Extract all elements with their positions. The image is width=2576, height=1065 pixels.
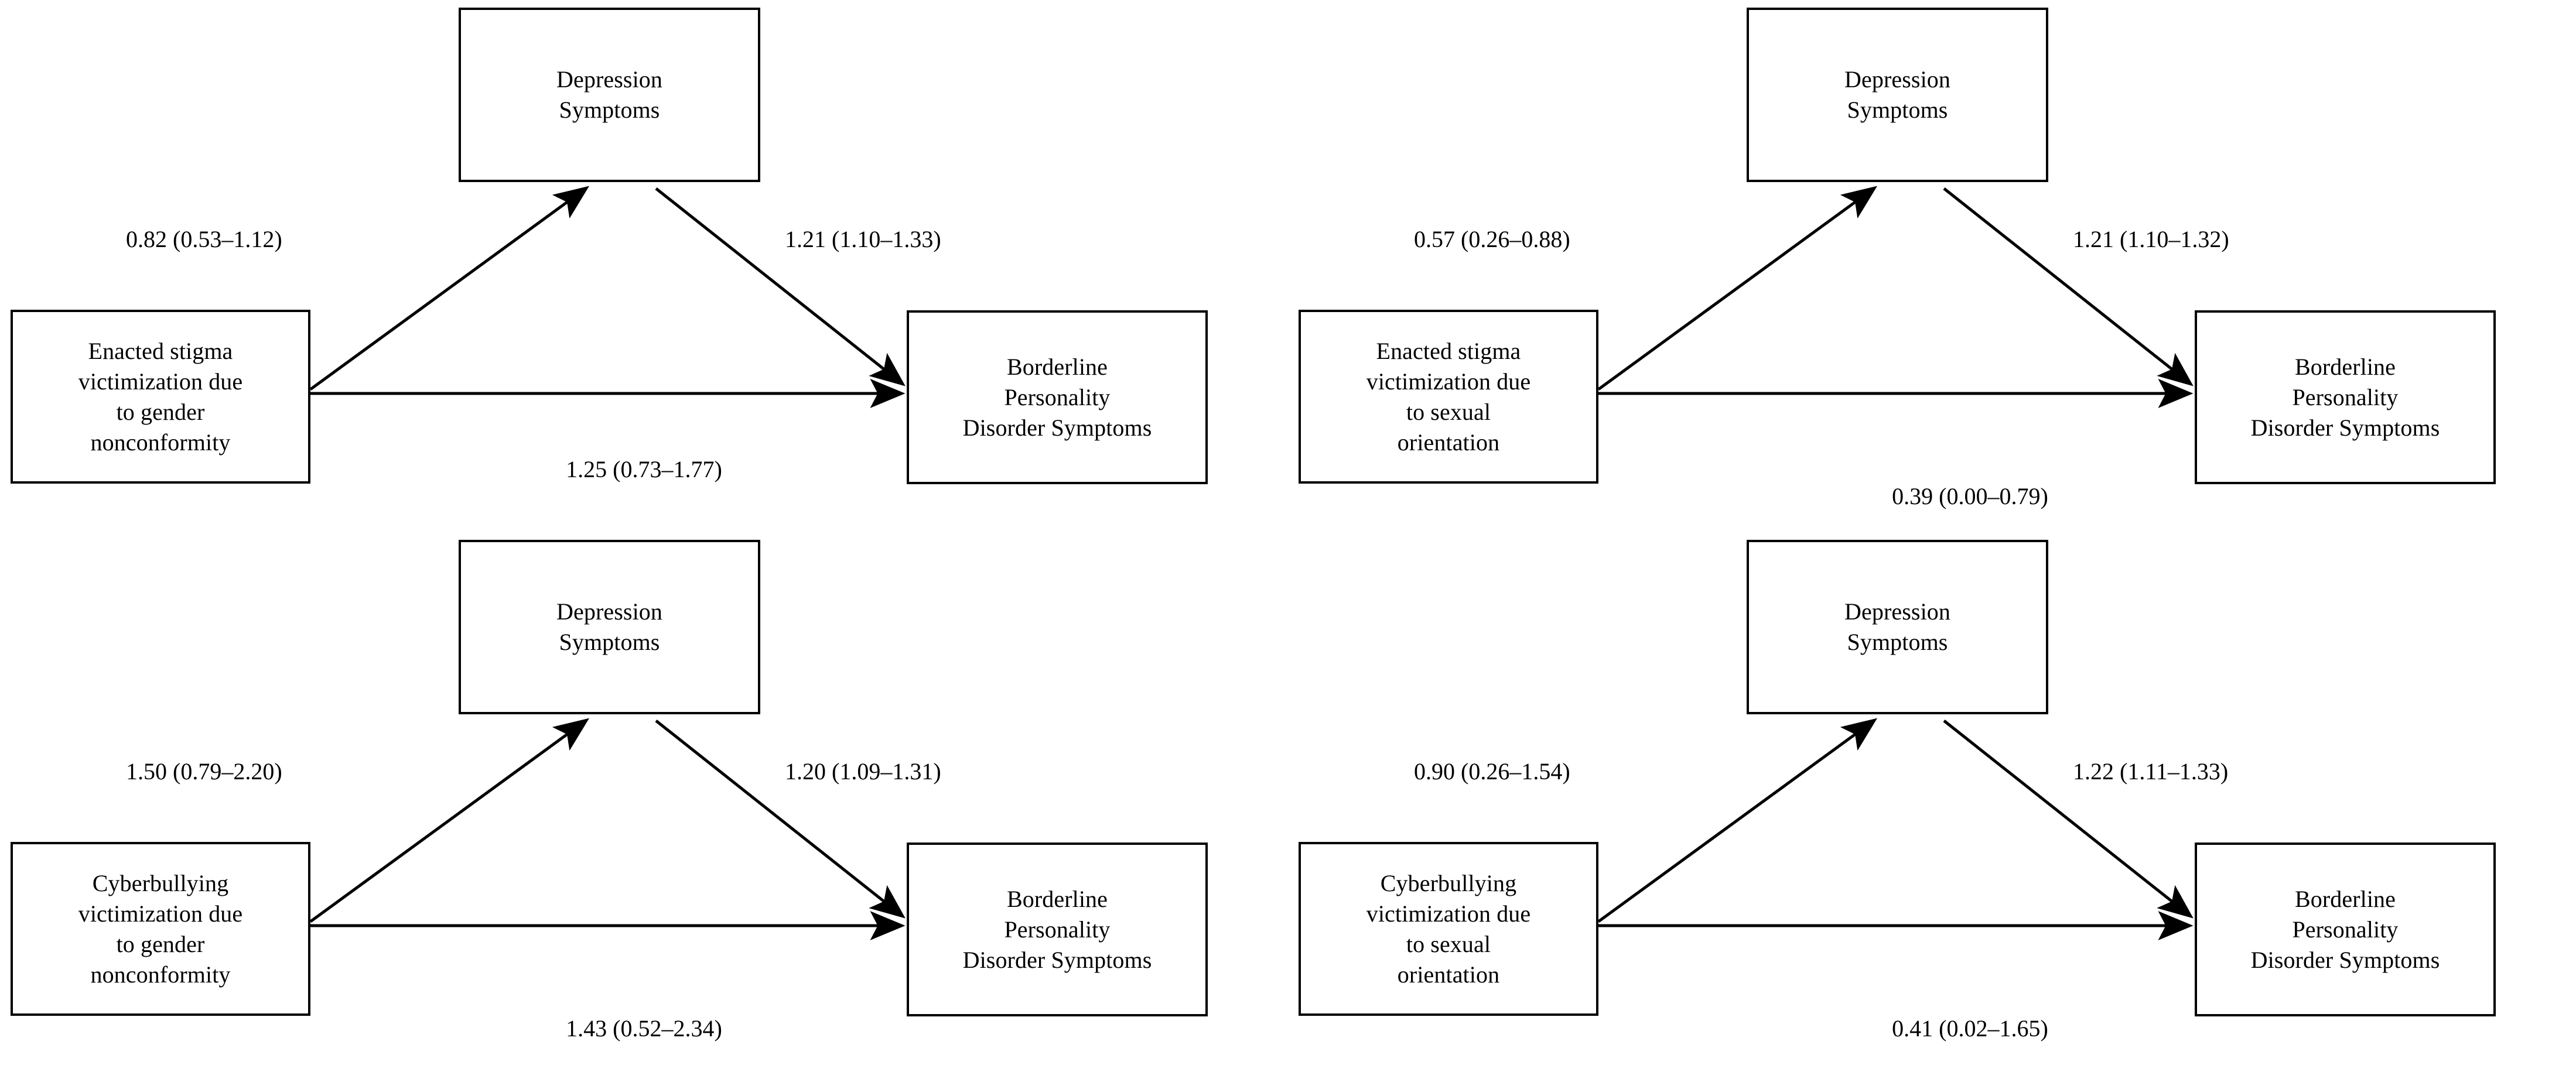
path-label-b: 1.22 (1.11–1.33) [2073, 758, 2229, 785]
node-mediator: Depression Symptoms [1747, 8, 2048, 182]
path-label-a: 0.57 (0.26–0.88) [1414, 226, 1570, 252]
node-predictor-label: Enacted stigma victimization due to gend… [78, 337, 243, 456]
panel-arrows-bottom-left [309, 718, 906, 940]
node-predictor: Enacted stigma victimization due to sexu… [1299, 310, 1598, 484]
node-predictor-label: Cyberbullying victimization due to sexua… [1366, 869, 1531, 988]
node-outcome: Borderline Personality Disorder Symptoms [2195, 310, 2496, 484]
node-outcome-label: Borderline Personality Disorder Symptoms [962, 885, 1152, 973]
path-label-b: 1.20 (1.09–1.31) [785, 758, 941, 785]
path-label-a: 1.50 (0.79–2.20) [126, 758, 282, 785]
node-predictor: Cyberbullying victimization due to sexua… [1299, 842, 1598, 1016]
node-mediator-label: Depression Symptoms [1844, 598, 1950, 655]
node-outcome-label: Borderline Personality Disorder Symptoms [962, 353, 1152, 441]
node-mediator: Depression Symptoms [459, 540, 760, 714]
node-outcome: Borderline Personality Disorder Symptoms [2195, 843, 2496, 1016]
arrow-b-path [1943, 187, 2194, 386]
node-mediator: Depression Symptoms [1747, 540, 2048, 714]
panel-arrows-bottom-right [1597, 718, 2194, 940]
node-mediator-label: Depression Symptoms [556, 598, 662, 655]
arrow-a-path [309, 718, 590, 923]
arrow-a-path [309, 186, 590, 391]
arrow-b-path [655, 187, 906, 386]
mediation-panel-top-right: Depression Symptoms Enacted stigma victi… [1288, 0, 2576, 533]
path-label-b: 1.21 (1.10–1.33) [785, 226, 941, 252]
node-outcome-label: Borderline Personality Disorder Symptoms [2250, 353, 2440, 441]
node-outcome: Borderline Personality Disorder Symptoms [907, 843, 1208, 1016]
mediation-panel-bottom-left: Depression Symptoms Cyberbullying victim… [0, 532, 1288, 1065]
node-mediator-label: Depression Symptoms [1844, 66, 1950, 123]
path-label-a: 0.82 (0.53–1.12) [126, 226, 282, 252]
node-predictor-label: Enacted stigma victimization due to sexu… [1366, 337, 1531, 456]
node-predictor: Enacted stigma victimization due to gend… [11, 310, 310, 484]
node-outcome-label: Borderline Personality Disorder Symptoms [2250, 885, 2440, 973]
panel-arrows-top-left [309, 186, 906, 408]
arrow-a-path [1597, 718, 1878, 923]
path-label-direct: 1.25 (0.73–1.77) [566, 456, 722, 482]
arrow-a-path [1597, 186, 1878, 391]
path-label-b: 1.21 (1.10–1.32) [2073, 226, 2229, 252]
arrow-b-path [655, 720, 906, 919]
node-mediator: Depression Symptoms [459, 8, 760, 182]
mediation-panel-bottom-right: Depression Symptoms Cyberbullying victim… [1288, 532, 2576, 1065]
node-outcome: Borderline Personality Disorder Symptoms [907, 310, 1208, 484]
path-label-a: 0.90 (0.26–1.54) [1414, 758, 1570, 785]
node-predictor-label: Cyberbullying victimization due to gende… [78, 869, 243, 988]
path-label-direct: 0.41 (0.02–1.65) [1892, 1015, 2048, 1042]
mediation-panel-top-left: Depression Symptoms Enacted stigma victi… [0, 0, 1288, 533]
path-label-direct: 0.39 (0.00–0.79) [1892, 483, 2048, 509]
panel-arrows-top-right [1597, 186, 2194, 408]
node-mediator-label: Depression Symptoms [556, 66, 662, 123]
arrow-b-path [1943, 720, 2194, 919]
path-label-direct: 1.43 (0.52–2.34) [566, 1015, 722, 1042]
node-predictor: Cyberbullying victimization due to gende… [11, 842, 310, 1016]
